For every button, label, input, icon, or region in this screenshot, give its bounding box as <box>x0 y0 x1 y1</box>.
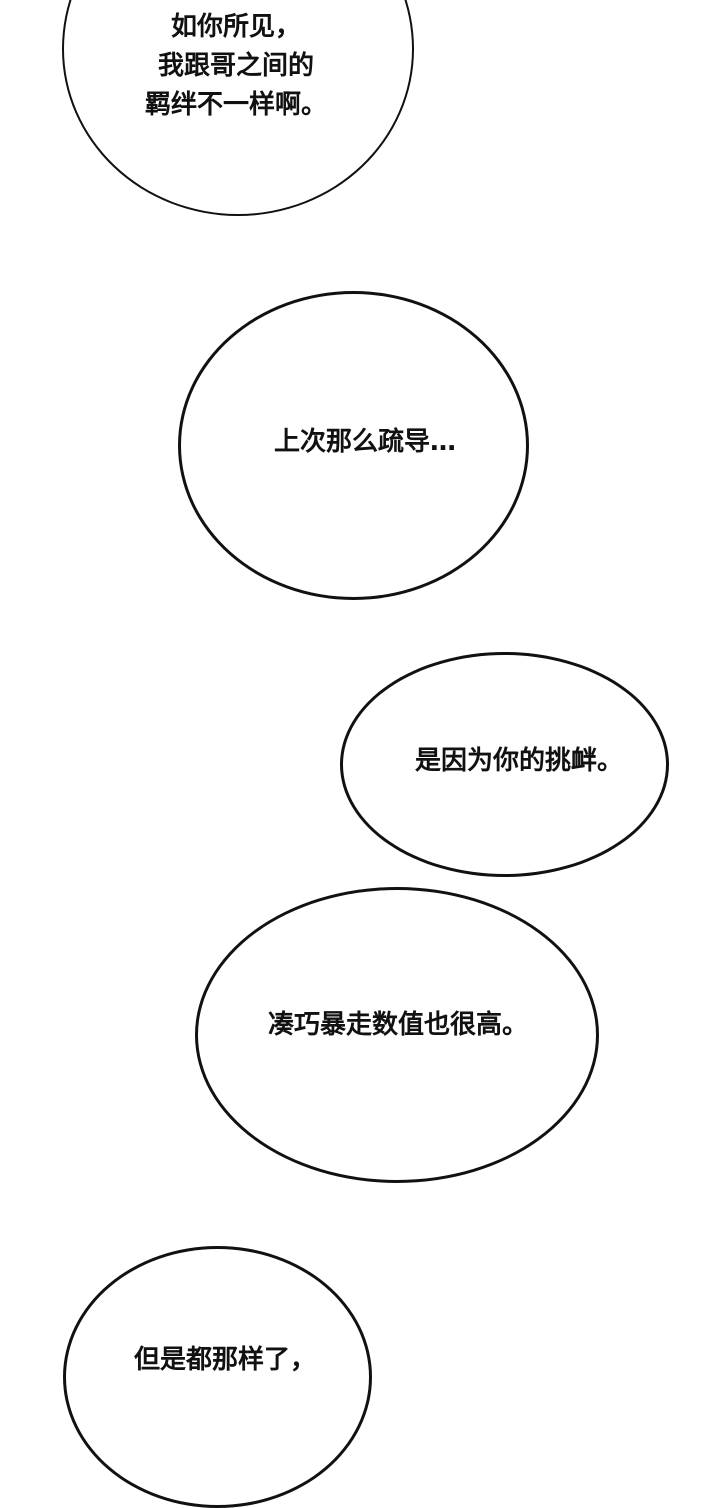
speech-bubble-4-text: 凑巧暴走数值也很高。 <box>267 1010 529 1040</box>
speech-bubble-4 <box>195 887 599 1183</box>
speech-bubble-2 <box>178 291 529 600</box>
speech-line: 如你所见， <box>170 12 302 42</box>
speech-bubble-1-text: 如你所见， 我跟哥之间的 羁绊不一样啊。 <box>145 8 327 125</box>
speech-line: 我跟哥之间的 <box>157 51 315 81</box>
speech-bubble-2-text: 上次那么疏导… <box>273 427 457 457</box>
speech-bubble-3-text: 是因为你的挑衅。 <box>414 746 624 776</box>
speech-bubble-3 <box>340 652 669 877</box>
speech-line: 羁绊不一样啊。 <box>144 90 328 120</box>
speech-bubble-5 <box>63 1246 372 1508</box>
speech-bubble-5-text: 但是都那样了， <box>133 1345 317 1375</box>
